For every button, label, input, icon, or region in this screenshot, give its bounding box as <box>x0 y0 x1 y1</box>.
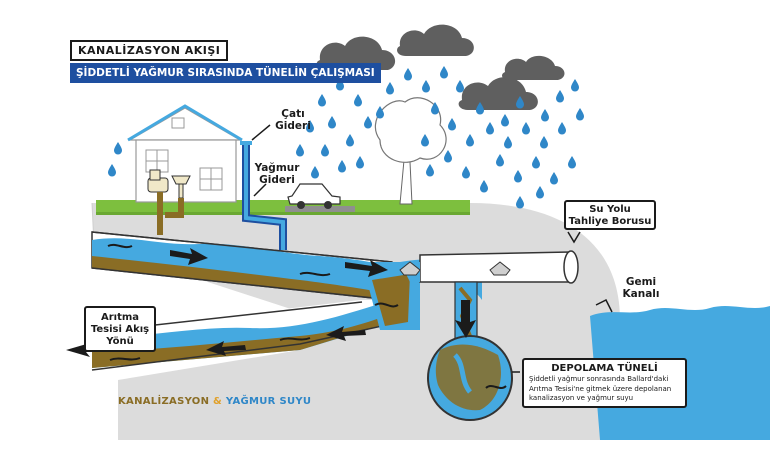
rain-drain-label: Yağmur Gideri <box>254 162 300 186</box>
storage-tunnel-line-2: Arıtma Tesisi'ne gitmek üzere depolanan <box>529 384 672 393</box>
upper-sewer-pipe <box>91 231 393 301</box>
lower-sewer-pipe <box>91 300 401 371</box>
tree <box>374 97 447 205</box>
sewage-squiggles <box>107 243 507 389</box>
outfall-label: Su Yolu Tahliye Borusu <box>564 200 656 230</box>
storage-tunnel-title: DEPOLAMA TÜNELİ <box>551 363 658 374</box>
treatment-flow-label: Arıtma Tesisi Akış Yönü <box>84 306 156 352</box>
outfall-pipe <box>399 250 579 284</box>
grass-strip <box>96 200 470 215</box>
storage-tunnel-callout: DEPOLAMA TÜNELİ Şiddetli yağmur sonrasın… <box>522 358 687 408</box>
legend-ampersand: & <box>213 396 223 407</box>
toilet-and-sink <box>147 169 191 235</box>
legend: KANALİZASYON & YAĞMUR SUYU <box>118 396 311 407</box>
storage-tunnel <box>427 335 513 421</box>
legend-rainwater: YAĞMUR SUYU <box>225 396 312 407</box>
diagram-title: KANALİZASYON AKIŞI <box>70 40 229 61</box>
downspouts <box>240 141 287 250</box>
roof-drain-label: Çatı Gideri <box>275 108 311 132</box>
house <box>127 104 243 203</box>
callout-pointers <box>251 124 613 373</box>
car <box>287 183 341 209</box>
storage-tunnel-line-1: Şiddetli yağmur sonrasında Ballard'daki <box>529 375 669 383</box>
ship-canal-label: Gemi Kanalı <box>622 276 660 300</box>
legend-sewage: KANALİZASYON <box>118 396 210 407</box>
diagram-subtitle: ŞİDDETLİ YAĞMUR SIRASINDA TÜNELİN ÇALIŞM… <box>70 63 381 83</box>
storage-tunnel-line-3: kanalizasyon ve yağmur suyu <box>529 394 634 402</box>
flow-arrows <box>66 248 476 357</box>
